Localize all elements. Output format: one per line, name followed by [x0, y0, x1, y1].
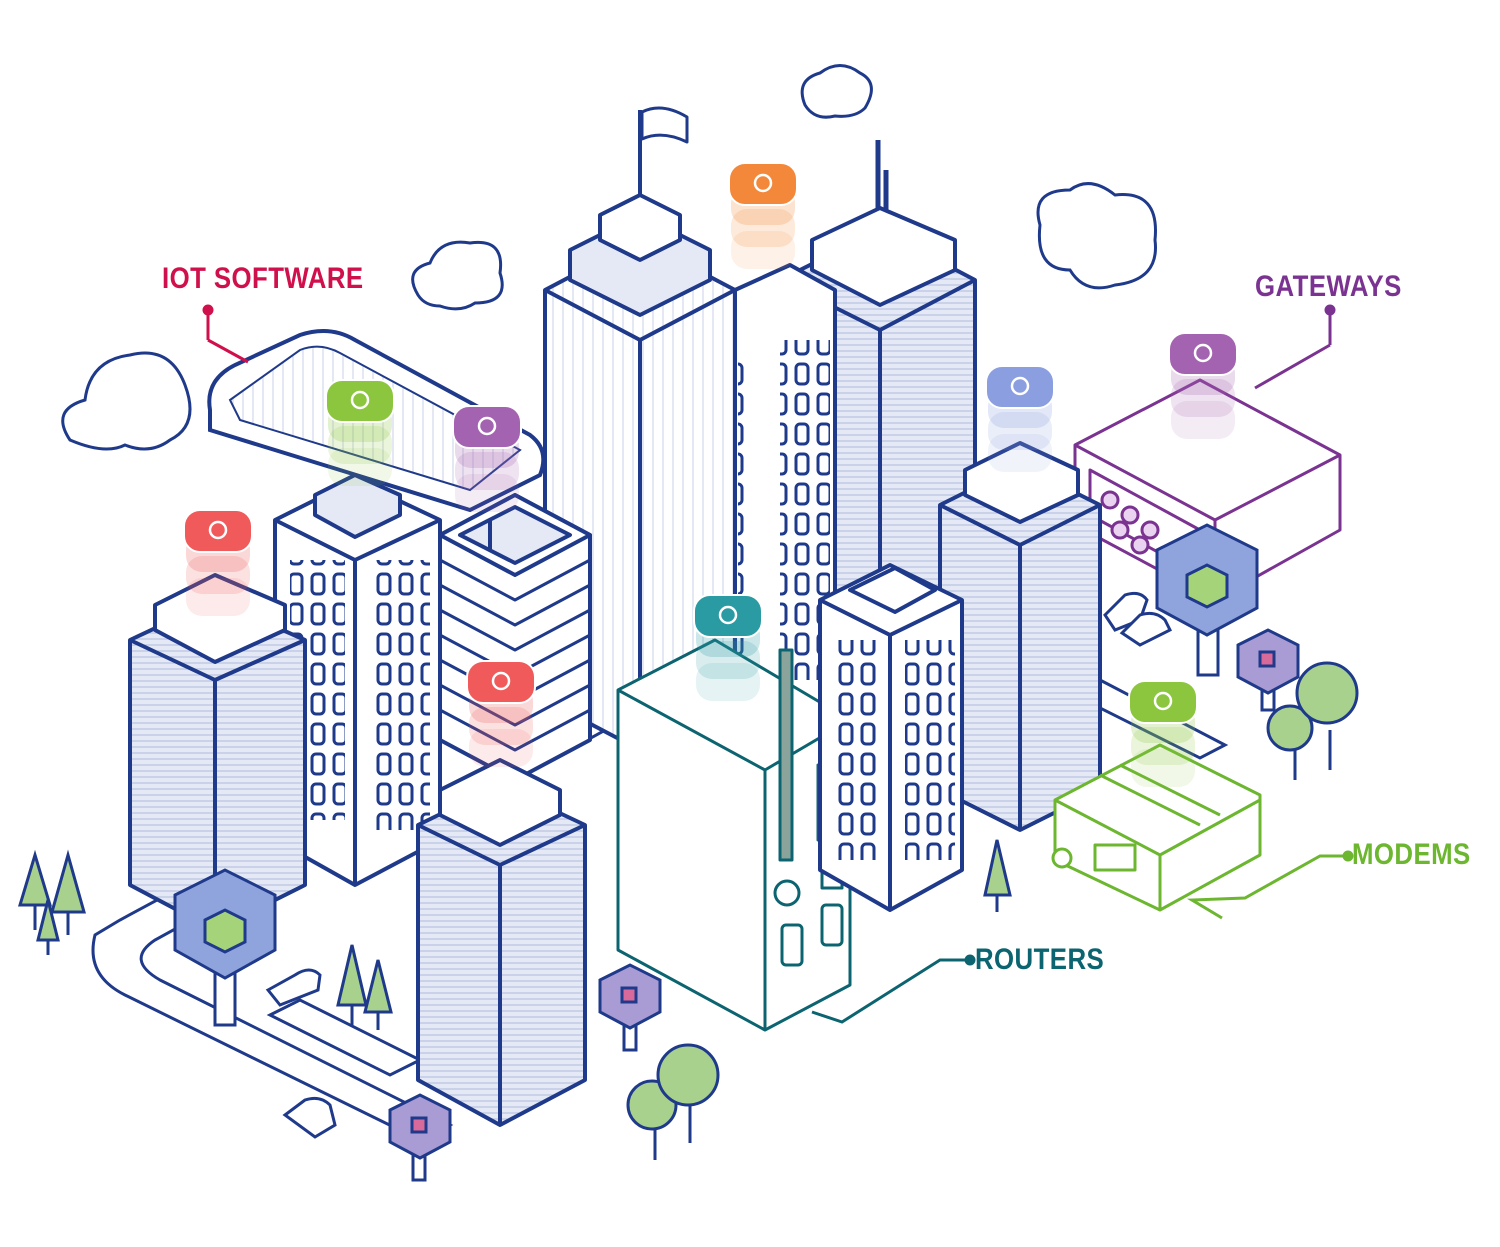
- round-tree: [1266, 704, 1314, 780]
- pine-tree: [363, 959, 393, 1030]
- node-cube: [598, 963, 662, 1052]
- bluetooth-icon: [325, 379, 395, 486]
- serial-port-icon: [728, 162, 798, 269]
- modem-device: [1051, 743, 1262, 912]
- round-tree: [656, 1043, 720, 1143]
- wifi-gateway-icon: [1168, 332, 1238, 439]
- iot-badges: [183, 162, 1238, 787]
- node-cube: [388, 1093, 452, 1182]
- play-icon: [466, 660, 536, 767]
- trees: [17, 661, 1359, 1160]
- office-tower-center-right: [818, 563, 964, 912]
- cloud: [61, 351, 192, 451]
- cars: [265, 591, 1173, 1139]
- label-modems: MODEMS: [1352, 838, 1471, 871]
- label-connectors: [202, 304, 1354, 1024]
- sim-card-icon: [183, 509, 253, 616]
- cloud: [411, 240, 504, 311]
- clouds: [61, 64, 1157, 451]
- car: [282, 1096, 337, 1139]
- hub-cube: [173, 868, 277, 1027]
- keypad-icon: [985, 365, 1055, 472]
- usb-icon: [1128, 680, 1198, 787]
- label-iot-software: IOT SOFTWARE: [162, 262, 364, 295]
- network-icon: [693, 594, 763, 701]
- pine-tree: [336, 944, 368, 1025]
- cloud: [800, 64, 873, 119]
- stacked-tower: [438, 493, 592, 782]
- label-routers: ROUTERS: [975, 943, 1105, 976]
- office-tower-far-left: [128, 573, 307, 932]
- pine-tree: [17, 849, 53, 930]
- pine-tree: [50, 849, 86, 935]
- car: [265, 968, 322, 1007]
- node-cube: [1236, 628, 1300, 712]
- label-gateways: GATEWAYS: [1255, 270, 1402, 303]
- wifi-icon: [452, 405, 522, 512]
- node-cubes: [388, 628, 1300, 1182]
- central-tower: [543, 106, 737, 752]
- cloud: [1036, 182, 1157, 290]
- hub-cubes: [173, 523, 1259, 1027]
- hub-cube: [1155, 523, 1259, 677]
- car: [1119, 611, 1173, 647]
- router-device: [616, 638, 858, 1032]
- office-tower-right: [938, 441, 1102, 832]
- round-tree: [1295, 661, 1359, 770]
- office-tower-front: [416, 758, 587, 1127]
- pine-tree: [36, 899, 60, 955]
- pine-tree: [983, 839, 1012, 912]
